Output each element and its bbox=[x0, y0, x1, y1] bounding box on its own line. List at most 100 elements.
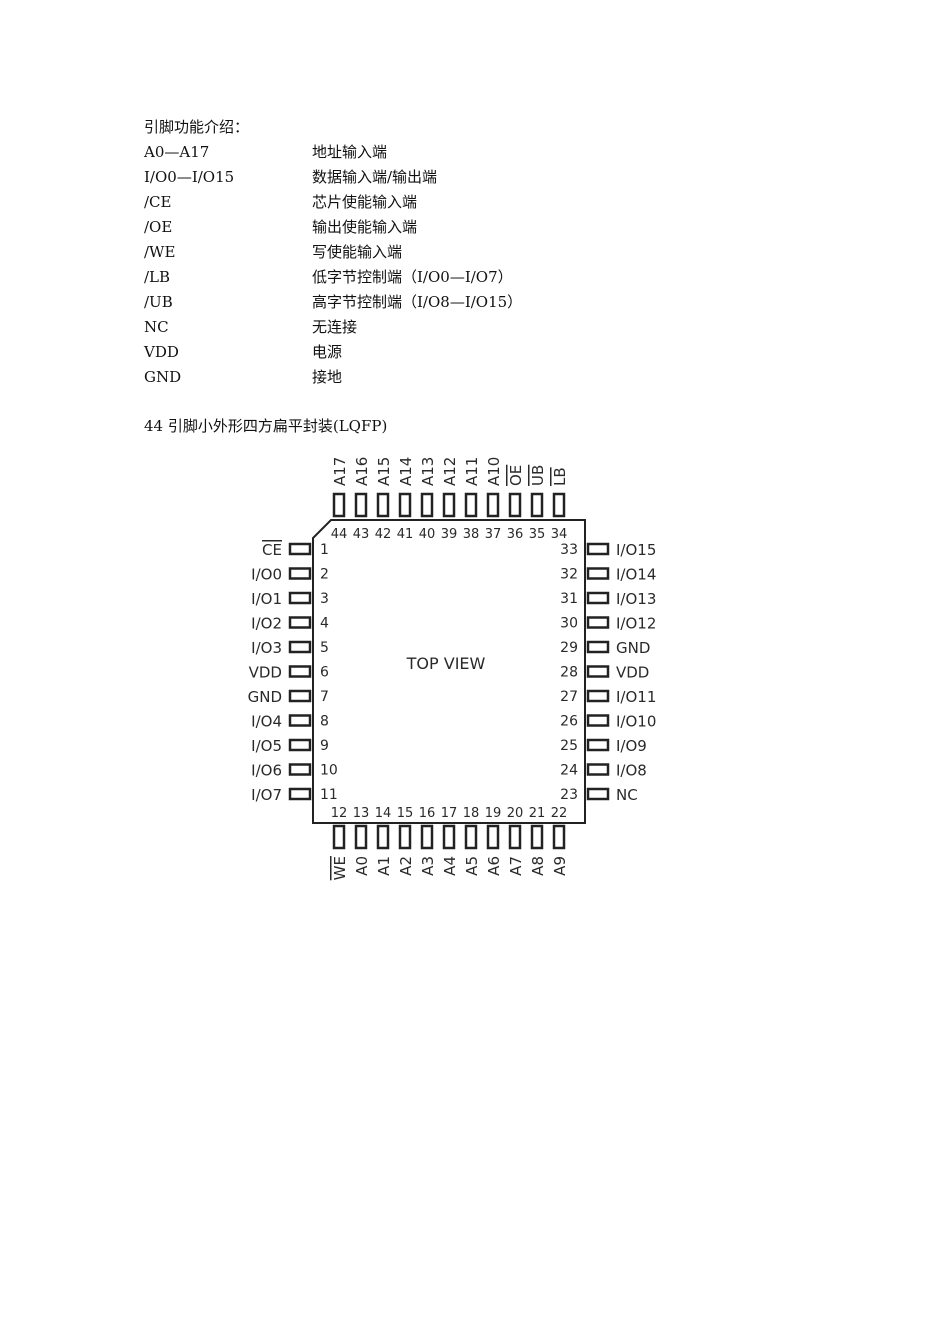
pin-label: I/O6 bbox=[251, 762, 282, 780]
pin-label: A10 bbox=[485, 457, 503, 486]
pin-number: 21 bbox=[529, 806, 546, 821]
pin-number: 28 bbox=[560, 665, 578, 681]
pin-description: 地址输入端 bbox=[312, 143, 388, 161]
pin-label: I/O7 bbox=[251, 786, 282, 804]
pin-label: I/O13 bbox=[616, 590, 656, 608]
pin-lead bbox=[442, 824, 456, 850]
pin-label: WE bbox=[331, 856, 349, 880]
pin-lead bbox=[332, 824, 346, 850]
pin-number: 4 bbox=[320, 616, 329, 632]
pin-number: 15 bbox=[397, 806, 414, 821]
top-view-label: TOP VIEW bbox=[406, 654, 486, 673]
package-body bbox=[312, 519, 586, 824]
pin-lead bbox=[464, 492, 478, 518]
pin-description: 接地 bbox=[312, 368, 343, 386]
pin-number: 18 bbox=[463, 806, 480, 821]
pin-number: 24 bbox=[560, 763, 578, 779]
pin-label: I/O1 bbox=[251, 590, 282, 608]
pin-lead bbox=[288, 591, 312, 605]
pin-lead bbox=[288, 616, 312, 629]
pin-label: A2 bbox=[397, 856, 415, 876]
pin-name: VDD bbox=[144, 343, 179, 361]
pin-lead bbox=[332, 492, 346, 518]
pin-lead bbox=[288, 714, 312, 727]
pin-lead bbox=[398, 492, 412, 518]
pin-number: 36 bbox=[507, 527, 524, 542]
pin-lead bbox=[354, 492, 368, 518]
pin-lead bbox=[420, 824, 434, 850]
pin-lead bbox=[508, 824, 522, 850]
pin-description: 高字节控制端（I/O8—I/O15） bbox=[312, 293, 523, 311]
pin-lead bbox=[508, 492, 522, 518]
pin-label: A0 bbox=[353, 856, 371, 876]
pin-lead bbox=[354, 824, 368, 850]
pin-label: I/O9 bbox=[616, 737, 647, 755]
pin-label: I/O10 bbox=[616, 713, 656, 731]
pin-number: 39 bbox=[441, 527, 458, 542]
pin-number: 5 bbox=[320, 640, 329, 656]
pin-number: 20 bbox=[507, 806, 524, 821]
pin-lead bbox=[464, 824, 478, 850]
pin-lead bbox=[586, 591, 610, 605]
pin-label: A1 bbox=[375, 856, 393, 876]
pin-number: 38 bbox=[463, 527, 480, 542]
pin-number: 12 bbox=[331, 806, 348, 821]
pin-description: 数据输入端/输出端 bbox=[312, 168, 438, 186]
pin-lead bbox=[530, 824, 544, 850]
pin-label: LB bbox=[551, 467, 569, 486]
pin-name: /UB bbox=[144, 293, 173, 311]
pin-lead bbox=[586, 542, 610, 556]
pin-label: UB bbox=[529, 465, 547, 486]
pin-number: 16 bbox=[419, 806, 436, 821]
pin-lead bbox=[398, 824, 412, 850]
pin-lead bbox=[586, 665, 610, 678]
pin-label: I/O4 bbox=[251, 713, 282, 731]
pin-lead bbox=[586, 787, 610, 801]
pin-number: 9 bbox=[320, 738, 329, 754]
pin-label: A16 bbox=[353, 457, 371, 486]
pin-label: A6 bbox=[485, 856, 503, 876]
pin-label: CE bbox=[262, 541, 282, 559]
pin-number: 10 bbox=[320, 763, 338, 779]
package-caption: 44 引脚小外形四方扁平封装(LQFP) bbox=[144, 417, 388, 435]
pin-lead bbox=[376, 824, 390, 850]
pin-name: /OE bbox=[144, 218, 173, 236]
pin-name: /WE bbox=[144, 243, 176, 261]
pin-label: A9 bbox=[551, 856, 569, 876]
pin-lead bbox=[442, 492, 456, 518]
pin-lead bbox=[552, 492, 566, 518]
pin-lead bbox=[288, 640, 312, 654]
pin-number: 43 bbox=[353, 527, 370, 542]
pin-label: A11 bbox=[463, 457, 481, 486]
pin-number: 32 bbox=[560, 567, 578, 583]
pin-label: A7 bbox=[507, 856, 525, 876]
pin-label: NC bbox=[616, 786, 638, 804]
pin-name: /LB bbox=[144, 268, 171, 286]
pin-number: 1 bbox=[320, 542, 329, 558]
pin-number: 11 bbox=[320, 787, 338, 803]
pin-label: A15 bbox=[375, 457, 393, 486]
pin-label: A5 bbox=[463, 856, 481, 876]
pin-label: A17 bbox=[331, 457, 349, 486]
pin-label: A4 bbox=[441, 856, 459, 876]
pin-number: 30 bbox=[560, 616, 578, 632]
pin-label: GND bbox=[248, 688, 282, 706]
pin-lead bbox=[486, 492, 500, 518]
pin-number: 37 bbox=[485, 527, 502, 542]
pin-lead bbox=[420, 492, 434, 518]
pin-description: 芯片使能输入端 bbox=[312, 193, 418, 211]
pin-label: I/O11 bbox=[616, 688, 656, 706]
pin-function-heading: 引脚功能介绍： bbox=[144, 118, 250, 136]
pin-number: 41 bbox=[397, 527, 414, 542]
pin-label: A14 bbox=[397, 457, 415, 486]
pin-description: 写使能输入端 bbox=[312, 243, 403, 261]
pin-name: A0—A17 bbox=[144, 143, 210, 161]
pin-label: OE bbox=[507, 465, 525, 486]
pin-number: 29 bbox=[560, 640, 578, 656]
pin-label: A12 bbox=[441, 457, 459, 486]
pin-label: A13 bbox=[419, 457, 437, 486]
pin-lead bbox=[586, 640, 610, 654]
pin-number: 35 bbox=[529, 527, 546, 542]
pin-description: 无连接 bbox=[312, 318, 358, 336]
pin-number: 34 bbox=[551, 527, 568, 542]
